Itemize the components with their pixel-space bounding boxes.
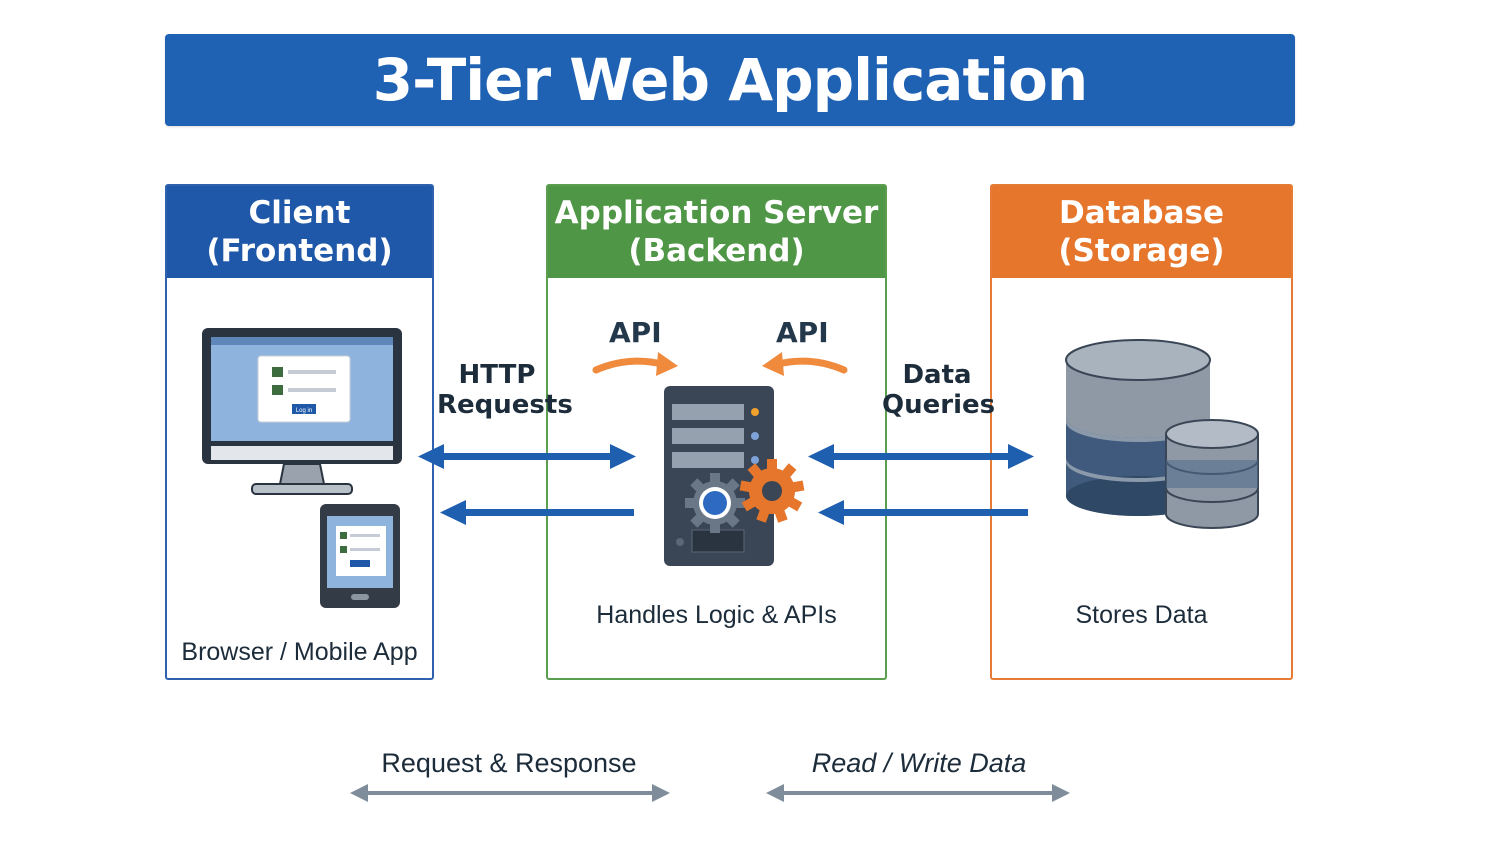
api-label-left: API xyxy=(609,316,662,349)
data-queries-line2: Queries xyxy=(882,390,996,420)
tier-server-caption: Handles Logic & APIs xyxy=(596,601,837,629)
tier-server-header: Application Server (Backend) xyxy=(548,186,885,278)
tier-server-title: Application Server xyxy=(554,195,879,231)
gear-icon xyxy=(739,459,805,523)
legend-request-response-arrow xyxy=(350,784,670,802)
data-queries-label: Data Queries xyxy=(882,360,996,420)
api-arrow-left xyxy=(592,352,678,376)
http-double-arrow xyxy=(418,444,636,469)
tier-database-header: Database (Storage) xyxy=(992,186,1291,278)
legend-read-write-label: Read / Write Data xyxy=(811,748,1027,778)
tier-client-subtitle: (Frontend) xyxy=(206,233,393,269)
tier-database-caption: Stores Data xyxy=(1075,601,1208,629)
http-requests-label: HTTP Requests xyxy=(437,360,573,420)
http-requests-line1: HTTP xyxy=(458,360,536,390)
api-arrow-right xyxy=(762,352,848,376)
legend-request-response-label: Request & Response xyxy=(381,748,637,778)
http-requests-line2: Requests xyxy=(437,390,573,420)
gear-icon xyxy=(685,473,745,533)
tablet-icon xyxy=(320,504,400,608)
tier-database-title: Database xyxy=(1059,195,1224,231)
desktop-monitor-icon: Log in xyxy=(202,328,402,495)
tier-client-title: Client xyxy=(248,195,351,231)
title-banner: 3-Tier Web Application xyxy=(165,34,1295,126)
data-return-arrow xyxy=(818,500,1028,525)
tier-server-subtitle: (Backend) xyxy=(628,233,805,269)
api-label-right: API xyxy=(776,316,829,349)
page-title: 3-Tier Web Application xyxy=(372,46,1088,114)
data-double-arrow xyxy=(808,444,1034,469)
login-button-label: Log in xyxy=(296,408,312,414)
tier-server: Application Server (Backend) Handles Log… xyxy=(546,184,887,680)
tier-client-header: Client (Frontend) xyxy=(167,186,432,278)
response-arrow xyxy=(440,500,634,525)
database-cylinder-icon xyxy=(1065,339,1259,529)
legend-read-write-arrow xyxy=(766,784,1070,802)
tier-client-caption: Browser / Mobile App xyxy=(181,638,418,666)
data-queries-line1: Data xyxy=(902,360,972,390)
tier-database: Database (Storage) Stores Data xyxy=(990,184,1293,680)
tier-database-subtitle: (Storage) xyxy=(1058,233,1225,269)
